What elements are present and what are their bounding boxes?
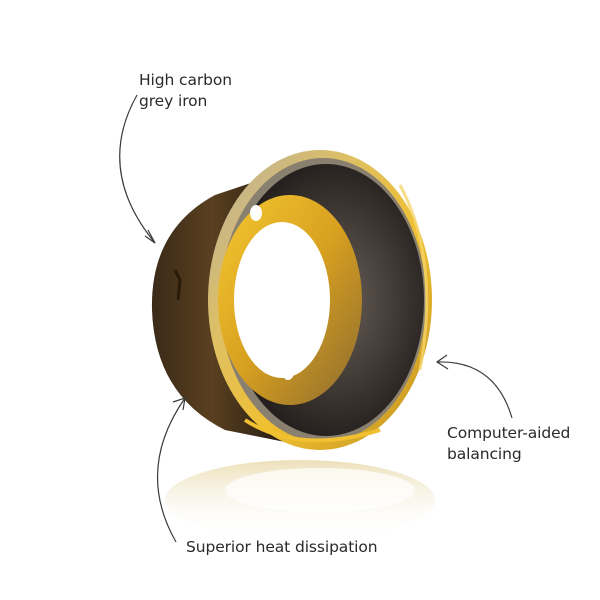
arrow-head-left — [144, 229, 156, 244]
arrow-to-drum-right — [436, 361, 513, 419]
annotation-line: High carbon — [139, 71, 232, 89]
drum-reflection — [165, 460, 435, 540]
annotation-line: balancing — [447, 445, 522, 463]
annotation-high-carbon-grey-iron: High carbon grey iron — [139, 70, 232, 112]
brake-drum — [151, 150, 432, 450]
arrow-to-drum-bottom-left — [156, 397, 186, 543]
annotation-line: Superior heat dissipation — [186, 538, 378, 556]
arrow-head-right — [435, 354, 449, 370]
annotation-computer-aided-balancing: Computer-aided balancing — [447, 423, 570, 465]
annotation-superior-heat-dissipation: Superior heat dissipation — [186, 537, 378, 558]
annotation-line: grey iron — [139, 92, 208, 110]
annotation-line: Computer-aided — [447, 424, 571, 442]
arrow-to-drum-left — [119, 94, 156, 244]
arrow-head-bottom-left — [172, 397, 186, 411]
